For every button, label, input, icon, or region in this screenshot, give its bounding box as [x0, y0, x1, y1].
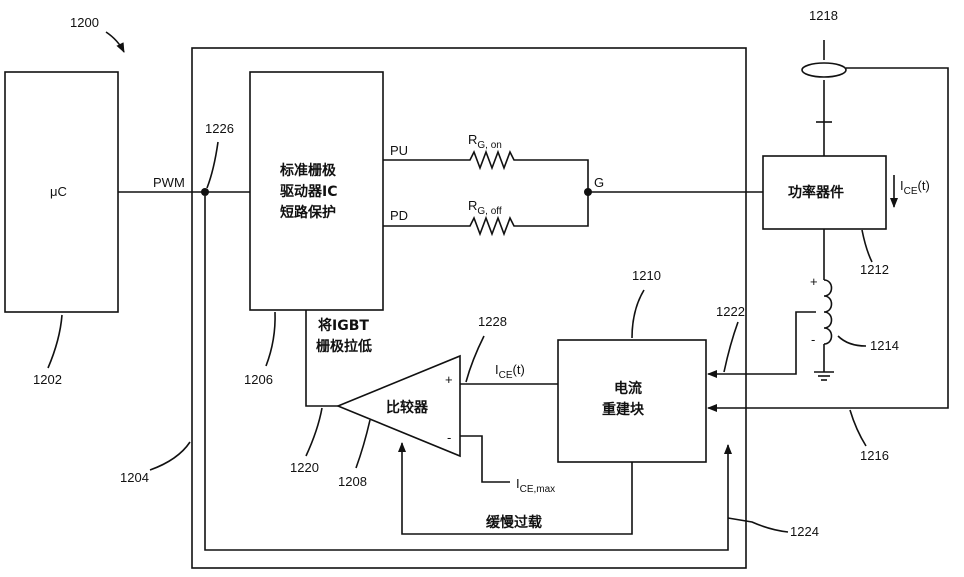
rg-off-resistor	[383, 192, 589, 237]
ref-1224-leader	[727, 517, 789, 533]
gate-label: G	[594, 175, 604, 190]
pu-label: PU	[390, 143, 408, 158]
pull-low-line2: 栅极拉低	[316, 338, 372, 355]
power-device-label: 功率器件	[788, 184, 844, 201]
gate-driver-line1: 标准栅极	[279, 162, 337, 179]
slow-overload-label: 缓慢过载	[486, 514, 542, 531]
ref-1210-leader	[631, 289, 645, 339]
ref-1226-leader	[206, 141, 219, 189]
microcontroller-label: μC	[50, 184, 67, 199]
slow-overload-line	[398, 442, 633, 535]
microcontroller-box	[4, 71, 119, 313]
current-reconstruction-box	[557, 339, 707, 463]
ice-max-label: ICE,max	[516, 476, 555, 495]
inductor-sense-line-1222	[707, 311, 816, 378]
ref-1204: 1204	[120, 470, 149, 485]
figure-arrow	[105, 31, 125, 53]
reconstruction-line1: 电流	[614, 380, 642, 397]
comparator-minus: -	[447, 430, 451, 445]
reconstruction-line2: 重建块	[602, 401, 645, 418]
comparator-label: 比较器	[386, 399, 429, 416]
pwm-feedback-line	[204, 196, 732, 551]
sensor-line-1216	[707, 67, 949, 412]
ref-1214-leader	[837, 335, 867, 347]
ref-1224: 1224	[790, 524, 819, 539]
ref-1206: 1206	[244, 372, 273, 387]
ref-1210: 1210	[632, 268, 661, 283]
node-1226-dot	[201, 188, 209, 196]
rg-off-label: RG, off	[468, 198, 502, 217]
ref-1206-leader	[265, 311, 276, 367]
ref-1214: 1214	[870, 338, 899, 353]
ice-label-comparator: ICE(t)	[495, 362, 525, 381]
ref-1202: 1202	[33, 372, 62, 387]
ref-1208-leader	[355, 419, 371, 469]
ref-1204-leader	[149, 441, 191, 471]
ref-1202-leader	[47, 314, 63, 369]
pull-low-line1: 将IGBT	[318, 317, 369, 334]
ref-1218: 1218	[809, 8, 838, 23]
gate-driver-line2: 驱动器IC	[280, 183, 337, 200]
current-sensor-ring	[801, 62, 847, 78]
comparator-plus: +	[445, 372, 453, 387]
pull-low-line	[305, 310, 338, 407]
ref-1212-leader	[861, 229, 873, 263]
ice-label-power: ICE(t)	[900, 178, 930, 197]
gate-driver-box	[249, 71, 384, 311]
gate-driver-line3: 短路保护	[280, 204, 336, 221]
ref-1220: 1220	[290, 460, 319, 475]
pwm-label: PWM	[153, 175, 185, 190]
ref-1208: 1208	[338, 474, 367, 489]
ref-1226: 1226	[205, 121, 234, 136]
ice-max-line	[460, 435, 510, 483]
figure-number: 1200	[70, 15, 99, 30]
ref-1228: 1228	[478, 314, 507, 329]
inductor-1214	[823, 279, 833, 345]
rg-on-label: RG, on	[468, 132, 502, 151]
power-device-box	[762, 155, 887, 230]
ref-1222-leader	[723, 321, 739, 373]
ref-1220-leader	[305, 407, 323, 457]
rg-on-resistor	[383, 149, 589, 192]
ref-1216: 1216	[860, 448, 889, 463]
inductor-plus: +	[810, 274, 818, 289]
pd-label: PD	[390, 208, 408, 223]
inductor-minus: -	[811, 332, 815, 347]
comparator-triangle	[335, 354, 461, 458]
ref-1222: 1222	[716, 304, 745, 319]
ref-1212: 1212	[860, 262, 889, 277]
ref-1216-leader	[849, 409, 867, 447]
ref-1228-leader	[465, 335, 485, 383]
